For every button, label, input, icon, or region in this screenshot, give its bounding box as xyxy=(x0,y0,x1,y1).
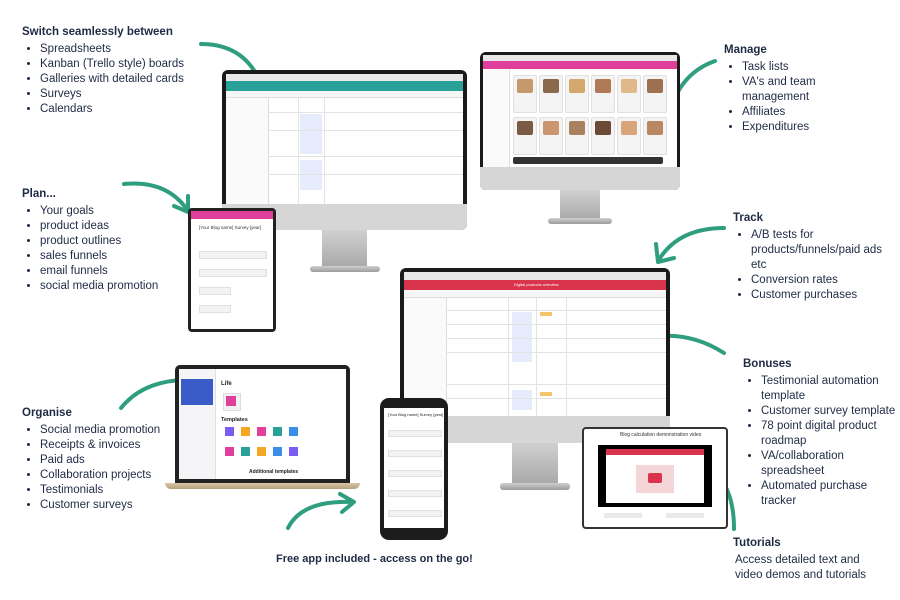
list-item: Testimonial automation template xyxy=(761,374,900,404)
switch-list: Spreadsheets Kanban (Trello style) board… xyxy=(22,42,222,117)
list-item: A/B tests for products/funnels/paid ads … xyxy=(751,228,893,273)
free-app-caption: Free app included - access on the go! xyxy=(276,553,473,565)
track-screen-title: Digital products overview xyxy=(514,282,559,287)
list-item: Your goals xyxy=(40,204,182,219)
plan-heading: Plan... xyxy=(22,188,56,200)
list-item: Customer surveys xyxy=(40,498,192,513)
tutorials-section: Tutorials Access detailed text and video… xyxy=(733,536,883,583)
laptop-templates-title: Templates xyxy=(221,417,248,423)
track-section: Track A/B tests for products/funnels/pai… xyxy=(733,211,893,303)
list-item: Task lists xyxy=(742,60,874,75)
video-title: Blog calculation demonstration video xyxy=(620,432,702,438)
organise-list: Social media promotion Receipts & invoic… xyxy=(22,423,192,513)
bonuses-list: Testimonial automation template Customer… xyxy=(743,374,900,509)
list-item: social media promotion xyxy=(40,279,182,294)
list-item: sales funnels xyxy=(40,249,182,264)
laptop-more-title: Additional templates xyxy=(249,469,299,475)
list-item: VA's and team management xyxy=(742,75,874,105)
arrow-track xyxy=(654,226,726,264)
list-item: Kanban (Trello style) boards xyxy=(40,57,222,72)
plan-list: Your goals product ideas product outline… xyxy=(22,204,182,294)
bonuses-heading: Bonuses xyxy=(743,358,792,370)
track-heading: Track xyxy=(733,212,764,224)
manage-section: Manage Task lists VA's and team manageme… xyxy=(724,43,874,135)
list-item: 78 point digital product roadmap xyxy=(761,419,900,449)
bonuses-section: Bonuses Testimonial automation template … xyxy=(743,357,900,509)
tablet-survey: [Your Blog name] Survey [year] xyxy=(188,208,276,332)
laptop-templates: Life Templates Additional templates xyxy=(165,365,360,495)
list-item: Social media promotion xyxy=(40,423,192,438)
list-item: Conversion rates xyxy=(751,273,893,288)
tablet-video: Blog calculation demonstration video xyxy=(582,427,728,529)
list-item: email funnels xyxy=(40,264,182,279)
manage-heading: Manage xyxy=(724,44,767,56)
list-item: Testimonials xyxy=(40,483,192,498)
arrow-free-app xyxy=(286,492,356,530)
track-list: A/B tests for products/funnels/paid ads … xyxy=(733,228,893,303)
organise-section: Organise Social media promotion Receipts… xyxy=(22,406,192,513)
list-item: VA/collaboration spreadsheet xyxy=(761,449,900,479)
switch-heading: Switch seamlessly between xyxy=(22,26,173,38)
plan-section: Plan... Your goals product ideas product… xyxy=(22,187,182,294)
tutorials-body: Access detailed text and video demos and… xyxy=(735,554,867,581)
switch-section: Switch seamlessly between Spreadsheets K… xyxy=(22,25,222,117)
manage-list: Task lists VA's and team management Affi… xyxy=(724,60,874,135)
mobile-survey-title: [Your Blog name] Survey [year] xyxy=(388,412,444,417)
list-item: Surveys xyxy=(40,87,222,102)
laptop-title: Life xyxy=(221,381,232,387)
list-item: Calendars xyxy=(40,102,222,117)
list-item: product outlines xyxy=(40,234,182,249)
list-item: Paid ads xyxy=(40,453,192,468)
monitor-gallery xyxy=(480,52,680,227)
survey-title: [Your Blog name] Survey [year] xyxy=(199,225,262,230)
tutorials-heading: Tutorials xyxy=(733,537,781,549)
arrow-plan xyxy=(122,181,190,214)
phone-survey: [Your Blog name] Survey [year] xyxy=(380,398,448,540)
list-item: Collaboration projects xyxy=(40,468,192,483)
list-item: Galleries with detailed cards xyxy=(40,72,222,87)
list-item: Automated purchase tracker xyxy=(761,479,900,509)
list-item: Spreadsheets xyxy=(40,42,222,57)
monitor-spreadsheet xyxy=(222,70,467,275)
list-item: Receipts & invoices xyxy=(40,438,192,453)
list-item: Expenditures xyxy=(742,120,874,135)
list-item: Customer survey template xyxy=(761,404,900,419)
organise-heading: Organise xyxy=(22,407,72,419)
list-item: product ideas xyxy=(40,219,182,234)
list-item: Customer purchases xyxy=(751,288,893,303)
list-item: Affiliates xyxy=(742,105,874,120)
